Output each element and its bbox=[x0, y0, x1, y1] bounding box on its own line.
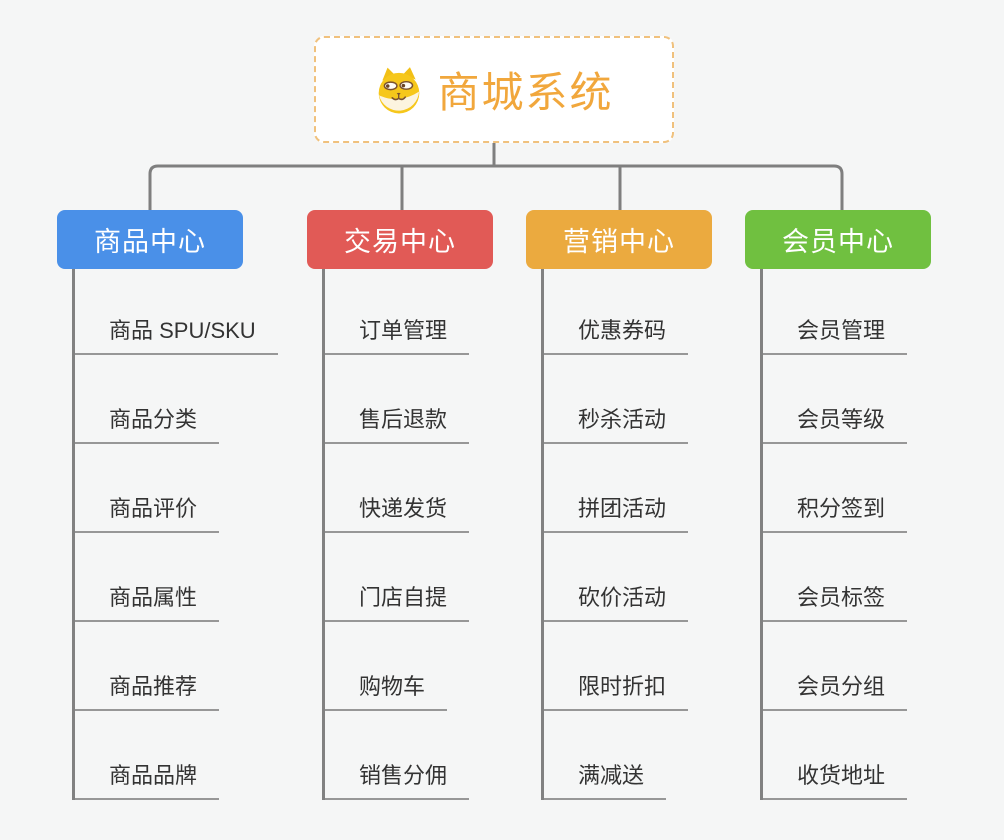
leaf-label: 商品评价 bbox=[75, 495, 220, 533]
leaf-node[interactable]: 会员标签 bbox=[763, 533, 908, 622]
leaf-label: 订单管理 bbox=[325, 317, 470, 355]
leaf-node[interactable]: 拼团活动 bbox=[544, 444, 689, 533]
leaf-label: 快递发货 bbox=[325, 495, 470, 533]
leaf-label: 收货地址 bbox=[763, 762, 908, 800]
leaf-node[interactable]: 商品分类 bbox=[75, 355, 278, 444]
leaf-node[interactable]: 销售分佣 bbox=[325, 711, 470, 800]
leaf-node[interactable]: 收货地址 bbox=[763, 711, 908, 800]
leaf-node[interactable]: 满减送 bbox=[544, 711, 688, 800]
leaf-label: 积分签到 bbox=[763, 495, 908, 533]
root-node[interactable]: 商城系统 bbox=[314, 36, 674, 143]
leaf-label: 商品 SPU/SKU bbox=[75, 317, 278, 355]
leaf-label: 售后退款 bbox=[325, 406, 470, 444]
branch-label: 交易中心 bbox=[344, 227, 456, 257]
leaf-node[interactable]: 订单管理 bbox=[325, 266, 470, 355]
leaf-node[interactable]: 门店自提 bbox=[325, 533, 470, 622]
leaf-node[interactable]: 限时折扣 bbox=[544, 622, 689, 711]
leaf-label: 会员标签 bbox=[763, 584, 908, 622]
leaf-label: 购物车 bbox=[325, 673, 448, 711]
branch-node-trade[interactable]: 交易中心 bbox=[307, 210, 493, 269]
leaf-node[interactable]: 购物车 bbox=[325, 622, 469, 711]
leaf-label: 门店自提 bbox=[325, 584, 470, 622]
root-title: 商城系统 bbox=[437, 69, 614, 116]
leaf-label: 会员管理 bbox=[763, 317, 908, 355]
branch-node-products[interactable]: 商品中心 bbox=[57, 210, 243, 269]
branch-children-members: 会员管理 会员等级 积分签到 会员标签 会员分组 收货地址 bbox=[760, 266, 908, 800]
leaf-label: 商品属性 bbox=[75, 584, 220, 622]
branch-label: 会员中心 bbox=[782, 227, 894, 257]
leaf-node[interactable]: 会员管理 bbox=[763, 266, 908, 355]
leaf-node[interactable]: 积分签到 bbox=[763, 444, 908, 533]
leaf-node[interactable]: 商品品牌 bbox=[75, 711, 278, 800]
leaf-node[interactable]: 售后退款 bbox=[325, 355, 470, 444]
leaf-label: 限时折扣 bbox=[544, 673, 689, 711]
leaf-node[interactable]: 秒杀活动 bbox=[544, 355, 689, 444]
branch-children-trade: 订单管理 售后退款 快递发货 门店自提 购物车 销售分佣 bbox=[322, 266, 470, 800]
leaf-node[interactable]: 商品 SPU/SKU bbox=[75, 266, 278, 355]
branch-children-marketing: 优惠券码 秒杀活动 拼团活动 砍价活动 限时折扣 满减送 bbox=[541, 266, 689, 800]
branch-label: 商品中心 bbox=[94, 227, 206, 257]
leaf-label: 优惠券码 bbox=[544, 317, 689, 355]
leaf-label: 会员分组 bbox=[763, 673, 908, 711]
leaf-node[interactable]: 会员分组 bbox=[763, 622, 908, 711]
leaf-label: 商品品牌 bbox=[75, 762, 220, 800]
leaf-node[interactable]: 商品属性 bbox=[75, 533, 278, 622]
leaf-label: 会员等级 bbox=[763, 406, 908, 444]
leaf-label: 满减送 bbox=[544, 762, 667, 800]
leaf-node[interactable]: 快递发货 bbox=[325, 444, 470, 533]
leaf-node[interactable]: 优惠券码 bbox=[544, 266, 689, 355]
leaf-label: 秒杀活动 bbox=[544, 406, 689, 444]
leaf-label: 拼团活动 bbox=[544, 495, 689, 533]
dog-face-icon bbox=[379, 66, 420, 113]
leaf-node[interactable]: 会员等级 bbox=[763, 355, 908, 444]
leaf-label: 商品分类 bbox=[75, 406, 220, 444]
leaf-label: 销售分佣 bbox=[325, 762, 470, 800]
leaf-node[interactable]: 砍价活动 bbox=[544, 533, 689, 622]
leaf-node[interactable]: 商品推荐 bbox=[75, 622, 278, 711]
branch-label: 营销中心 bbox=[563, 227, 675, 257]
branch-node-members[interactable]: 会员中心 bbox=[745, 210, 931, 269]
leaf-node[interactable]: 商品评价 bbox=[75, 444, 278, 533]
branch-children-products: 商品 SPU/SKU 商品分类 商品评价 商品属性 商品推荐 商品品牌 bbox=[72, 266, 278, 800]
leaf-label: 砍价活动 bbox=[544, 584, 689, 622]
branch-node-marketing[interactable]: 营销中心 bbox=[526, 210, 712, 269]
leaf-label: 商品推荐 bbox=[75, 673, 220, 711]
